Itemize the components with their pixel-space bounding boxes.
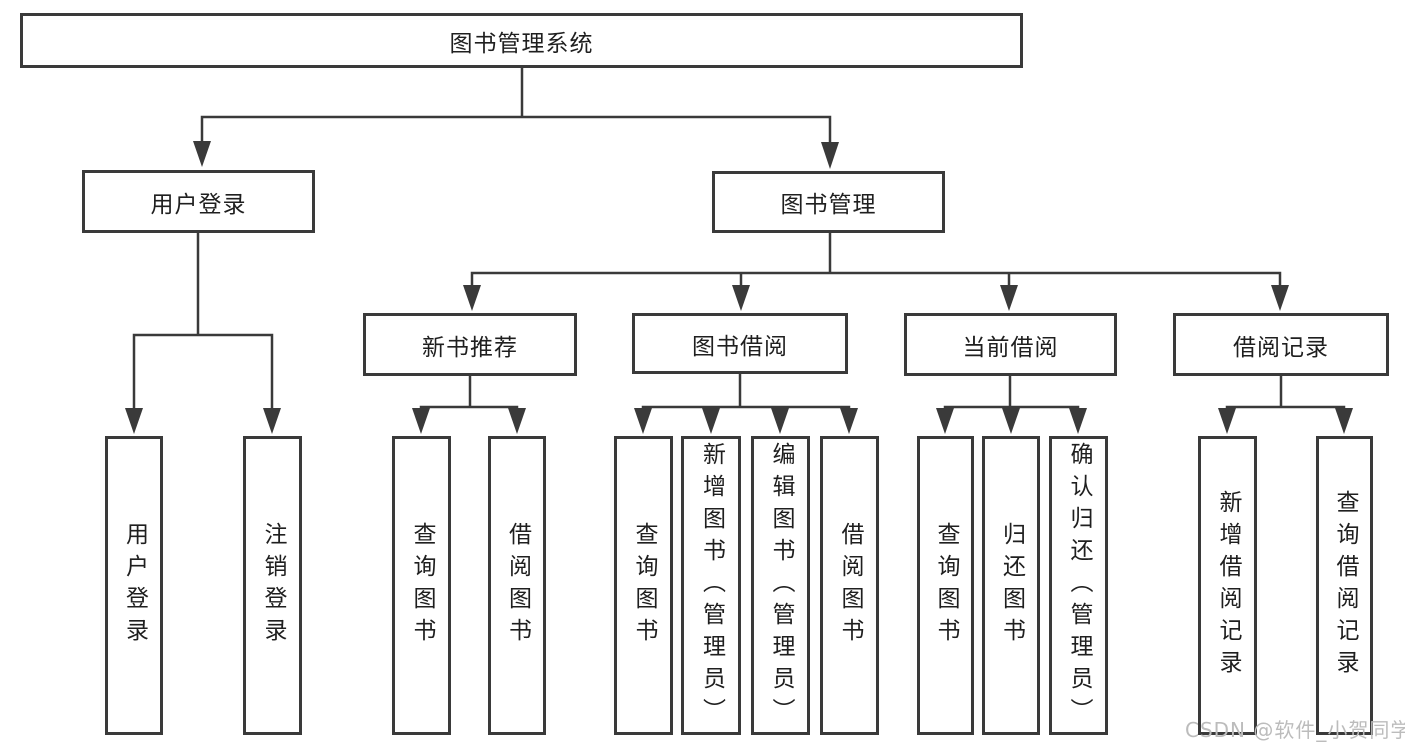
leaf-label: 新增图书（管理员） (698, 441, 725, 730)
leaf-query-borrow-record: 查询借阅记录 (1316, 436, 1373, 735)
leaf-label: 借阅图书 (504, 521, 531, 650)
leaf-label: 编辑图书（管理员） (768, 441, 794, 730)
leaf-add-borrow-record: 新增借阅记录 (1198, 436, 1257, 735)
leaf-logout-login: 注销登录 (243, 436, 302, 735)
leaf-label: 注销登录 (260, 521, 286, 650)
leaf-label: 借阅图书 (837, 521, 863, 650)
leaf-edit-books-admin: 编辑图书（管理员） (751, 436, 810, 735)
leaf-query-books-current: 查询图书 (917, 436, 974, 735)
leaf-label: 用户登录 (121, 521, 148, 650)
leaf-label: 归还图书 (998, 521, 1025, 650)
arrowheads (125, 141, 1353, 434)
leaf-label: 查询图书 (409, 521, 435, 650)
leaf-add-books-admin: 新增图书（管理员） (681, 436, 741, 735)
leaf-query-books-borrow: 查询图书 (614, 436, 673, 735)
leaf-label: 新增借阅记录 (1215, 489, 1241, 682)
node-root-system: 图书管理系统 (20, 13, 1023, 68)
node-book-borrow: 图书借阅 (632, 313, 848, 374)
leaf-user-login: 用户登录 (105, 436, 163, 735)
node-book-management: 图书管理 (712, 171, 945, 233)
leaf-query-books-recommend: 查询图书 (392, 436, 451, 735)
node-new-book-recommend: 新书推荐 (363, 313, 577, 376)
leaf-label: 查询图书 (933, 521, 959, 650)
node-borrow-records: 借阅记录 (1173, 313, 1389, 376)
leaf-label: 查询借阅记录 (1332, 489, 1358, 682)
leaf-confirm-return-admin: 确认归还（管理员） (1049, 436, 1108, 735)
leaf-borrow-books-recommend: 借阅图书 (488, 436, 546, 735)
node-user-login: 用户登录 (82, 170, 315, 233)
leaf-label: 确认归还（管理员） (1066, 441, 1092, 730)
csdn-watermark: CSDN @软件_小贺同学 (1185, 718, 1405, 742)
leaf-borrow-books: 借阅图书 (820, 436, 879, 735)
leaf-label: 查询图书 (631, 521, 657, 650)
node-current-borrow: 当前借阅 (904, 313, 1117, 376)
leaf-return-books: 归还图书 (982, 436, 1040, 735)
